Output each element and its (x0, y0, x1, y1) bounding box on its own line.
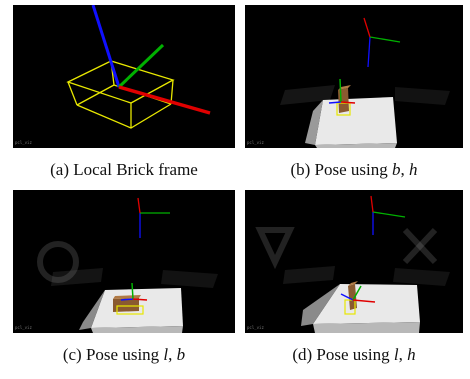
panel-b-image: pcl_viz (245, 5, 463, 148)
panel-a-image: pcl_viz (13, 5, 235, 148)
caption-a: (a) Local Brick frame (50, 160, 198, 179)
world-y-axis (372, 211, 406, 218)
table-surface (315, 97, 397, 145)
brick (338, 88, 349, 113)
svg-text:pcl_viz: pcl_viz (247, 140, 264, 145)
z-axis-line (91, 5, 121, 88)
brick-bounding-box (344, 299, 356, 315)
brick-bounding-box (336, 102, 351, 116)
world-x-axis (370, 195, 374, 213)
world-x-axis (137, 197, 141, 214)
table-surface (313, 284, 420, 324)
world-x-axis (363, 17, 371, 38)
caption-d: (d) Pose using l, h (292, 345, 416, 364)
svg-text:pcl_viz: pcl_viz (247, 325, 264, 330)
svg-text:pcl_viz: pcl_viz (15, 325, 32, 330)
world-y-axis (369, 36, 401, 43)
brick-bounding-box (66, 60, 175, 129)
x-axis-line (118, 85, 211, 115)
panel-c-image: pcl_viz (13, 190, 235, 333)
y-axis-line (117, 43, 165, 89)
brick-bounding-box (116, 305, 144, 315)
caption-b: (b) Pose using b, h (290, 160, 418, 179)
svg-text:pcl_viz: pcl_viz (15, 140, 32, 145)
brick (113, 298, 139, 312)
panel-d-image: pcl_viz (245, 190, 463, 333)
world-z-axis (367, 36, 371, 68)
caption-c: (c) Pose using l, b (62, 345, 186, 364)
